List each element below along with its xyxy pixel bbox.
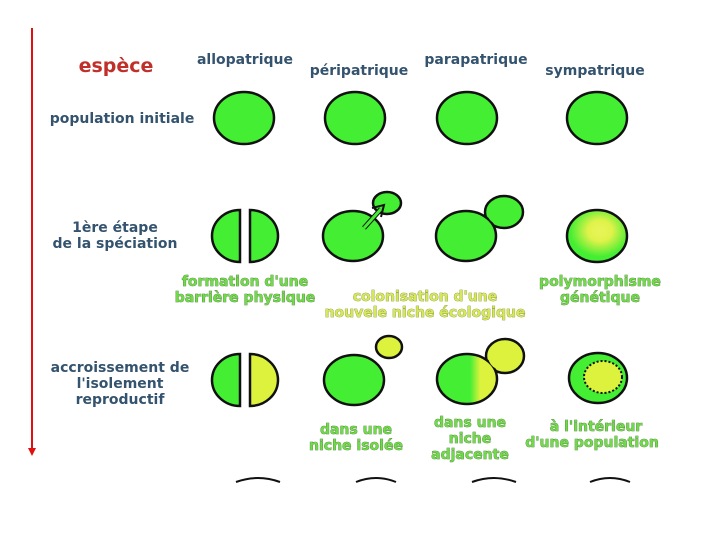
- label-polymorphisme-line2: génétique: [560, 290, 640, 306]
- arrow-icon: [362, 203, 386, 230]
- label-polymorphisme-line1: polymorphisme: [539, 274, 661, 290]
- initial-populations: [212, 90, 629, 146]
- row-step2-line3: reproductif: [76, 392, 166, 408]
- population-parapatrique: [435, 90, 499, 146]
- row-step1-line2: de la spéciation: [53, 236, 178, 252]
- population-sympatrique: [565, 90, 629, 146]
- cropped-next-row: [235, 477, 631, 483]
- label-adjacente-line1: dans une: [434, 415, 506, 431]
- label-colonisation-line2: nouvele niche écologique: [325, 305, 526, 321]
- label-isolee-line2: niche isolée: [309, 438, 403, 454]
- column-allopatrique: allopatrique: [197, 52, 293, 68]
- label-interieur-line2: d'une population: [525, 435, 659, 451]
- colonisation-population: [321, 190, 403, 263]
- time-arrow: [28, 28, 36, 456]
- row-step1-line1: 1ère étape: [72, 220, 158, 236]
- row-step2-line2: l'isolement: [77, 376, 164, 392]
- label-barriere-line1: formation d'une: [182, 274, 308, 290]
- label-barriere-line2: barrière physique: [175, 290, 316, 306]
- label-adjacente-line2: niche: [449, 431, 492, 447]
- label-colonisation-line1: colonisation d'une: [353, 289, 498, 305]
- split-population: [210, 208, 280, 264]
- label-interieur-line1: à l'intérieur: [550, 419, 643, 435]
- population-peripatrique: [323, 90, 387, 146]
- label-isolee-line1: dans une: [320, 422, 392, 438]
- column-peripatrique: péripatrique: [310, 63, 409, 79]
- column-sympatrique: sympatrique: [545, 63, 644, 79]
- adjacent-population: [434, 194, 525, 263]
- internal-population: [567, 351, 629, 405]
- polymorphic-population: [565, 208, 629, 264]
- row-step2-line1: accroissement de: [51, 360, 190, 376]
- title-espece: espèce: [79, 55, 154, 77]
- population-allopatrique: [212, 90, 276, 146]
- label-adjacente-line3: adjacente: [431, 447, 509, 463]
- column-parapatrique: parapatrique: [424, 52, 527, 68]
- row-population-initiale: population initiale: [50, 111, 195, 127]
- adjacent-niche-population: [435, 337, 526, 406]
- isolated-split-population: [210, 352, 280, 408]
- isolated-niche-population: [322, 334, 404, 407]
